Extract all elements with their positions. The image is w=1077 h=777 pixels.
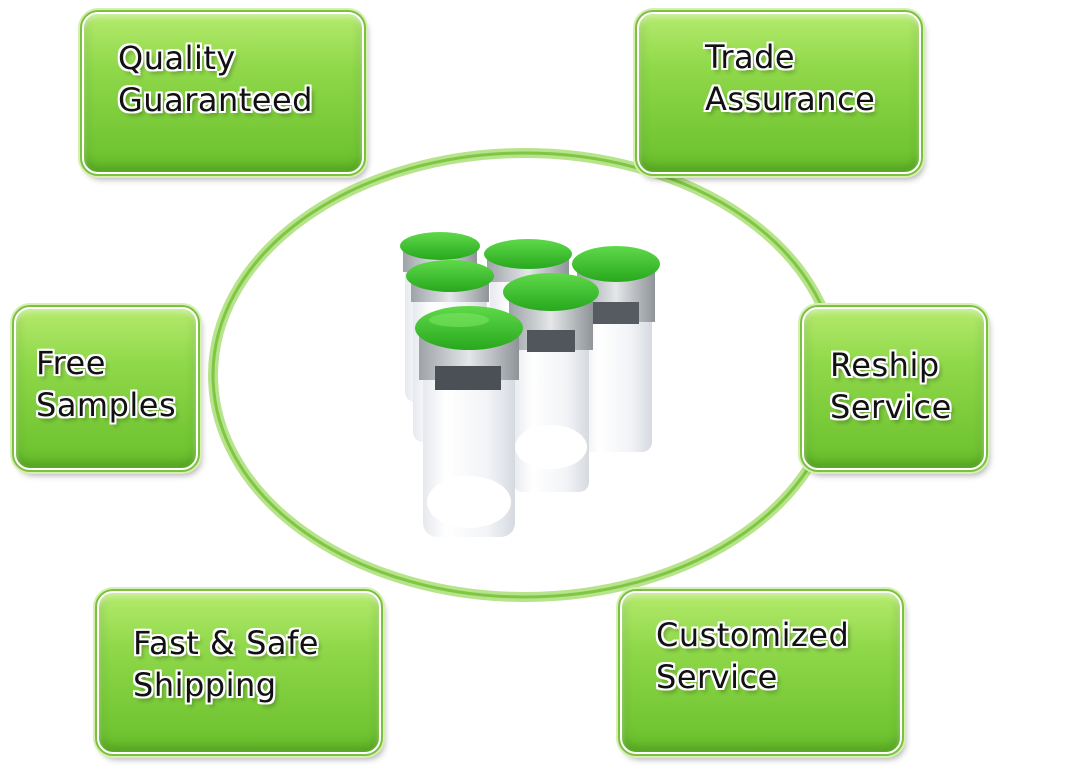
card-custom-line2: Service	[656, 657, 778, 696]
card-free-line2: Samples	[36, 385, 177, 424]
card-reship-line1: Reship	[830, 345, 940, 384]
card-fast-line1: Fast & Safe	[133, 623, 319, 662]
card-custom-line1: Customized	[656, 615, 850, 654]
card-free-samples: Free Samples	[12, 305, 200, 472]
card-quality-text: Quality Guaranteed	[84, 37, 313, 121]
card-trade-line1: Trade	[705, 38, 796, 76]
card-reship-service: Reship Service	[800, 305, 988, 472]
card-fast-text: Fast & Safe Shipping	[99, 622, 319, 706]
card-fast-safe-shipping: Fast & Safe Shipping	[95, 589, 383, 756]
vials-cluster-icon	[395, 232, 670, 542]
vial-middle-right	[503, 273, 599, 492]
card-quality-line1: Quality	[118, 39, 236, 77]
card-trade-assurance: Trade Assurance	[635, 10, 923, 176]
card-trade-text: Trade Assurance	[639, 36, 875, 120]
card-trade-line2: Assurance	[705, 80, 876, 118]
card-reship-line2: Service	[830, 387, 952, 426]
card-custom-text: Customized Service	[622, 614, 849, 698]
card-quality-guaranteed: Quality Guaranteed	[80, 10, 366, 176]
card-free-line1: Free	[36, 343, 106, 382]
vial-front	[415, 306, 523, 537]
card-reship-text: Reship Service	[804, 344, 952, 428]
card-quality-line2: Guaranteed	[118, 81, 313, 119]
card-free-text: Free Samples	[16, 342, 176, 426]
card-fast-line2: Shipping	[133, 665, 277, 704]
card-customized-service: Customized Service	[618, 589, 904, 756]
